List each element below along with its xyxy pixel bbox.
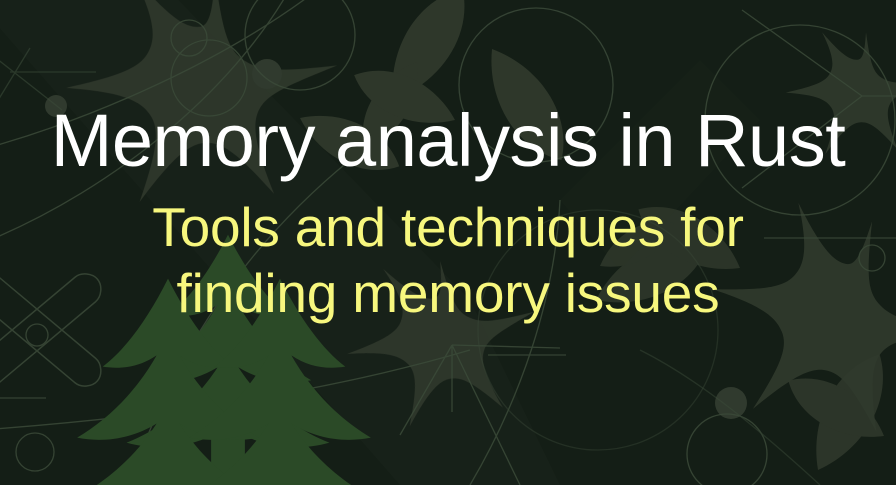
circle-outline — [704, 24, 896, 216]
circle-outline — [686, 413, 768, 485]
circle-outline — [25, 323, 49, 347]
curve-line — [469, 199, 561, 485]
cross-outline — [0, 273, 102, 387]
curve-line — [639, 349, 821, 485]
ray-line — [399, 344, 561, 485]
circle-outline — [170, 19, 208, 57]
ray-line — [741, 9, 896, 189]
curve-line — [0, 0, 285, 237]
circle-outline — [458, 7, 614, 163]
circle-outline — [15, 432, 55, 472]
circle-outline — [858, 244, 886, 272]
ray-line — [0, 47, 96, 111]
circle-outline — [477, 209, 719, 451]
curve-line — [0, 0, 305, 145]
circle-outline — [244, 0, 356, 91]
